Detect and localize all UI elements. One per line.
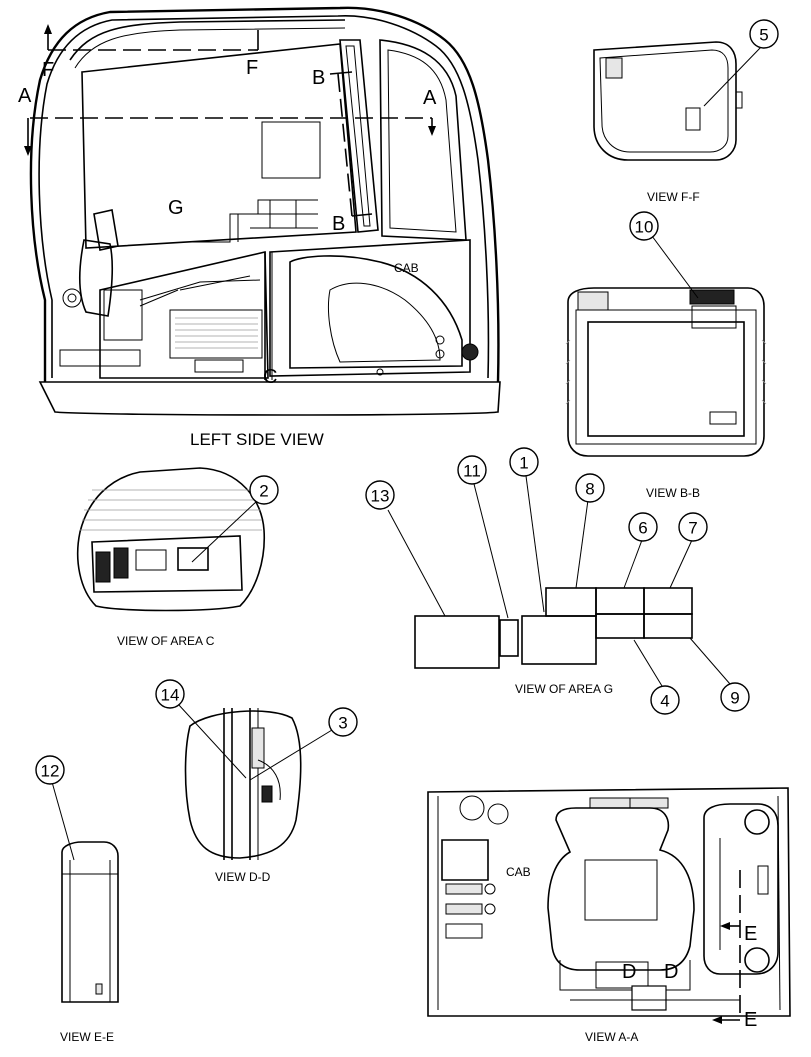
callout-number-1: 1 <box>519 454 528 473</box>
view-area-c-drawing <box>76 467 266 612</box>
view-a-a-drawing <box>427 787 791 1024</box>
section-letter-f-left: F <box>42 59 54 81</box>
callout-circle-2 <box>249 475 279 505</box>
view-f-f-drawing <box>593 41 763 161</box>
callout-number-2: 2 <box>259 482 268 501</box>
view-title-f-f: VIEW F-F <box>647 190 700 204</box>
view-title-e-e: VIEW E-E <box>60 1030 114 1044</box>
cab-label-top: CAB <box>506 865 531 879</box>
callout-number-6: 6 <box>638 519 647 538</box>
view-title-a-a: VIEW A-A <box>585 1030 638 1044</box>
callout-number-8: 8 <box>585 480 594 499</box>
view-e-e-drawing <box>51 781 119 1003</box>
callout-number-4: 4 <box>660 692 669 711</box>
area-g-labels-outline <box>190 121 321 243</box>
callout-circle-5 <box>749 19 779 49</box>
section-letter-b-top: B <box>312 67 325 89</box>
callout-number-11: 11 <box>463 462 481 481</box>
section-letter-d-right: D <box>664 961 678 983</box>
console-panel <box>99 251 269 379</box>
section-letter-g: G <box>168 197 184 219</box>
section-letter-e-bottom: E <box>744 1009 757 1031</box>
callout-number-5: 5 <box>759 26 768 45</box>
callout-circle-11 <box>457 455 487 485</box>
callout-circle-6 <box>628 512 658 542</box>
view-title-area-c: VIEW OF AREA C <box>117 634 215 648</box>
callout-number-12: 12 <box>41 762 60 781</box>
section-letter-f-right: F <box>246 57 258 79</box>
callout-circle-4 <box>650 685 680 715</box>
callout-circle-12 <box>35 755 65 785</box>
section-letter-d-left: D <box>622 961 636 983</box>
callout-number-14: 14 <box>161 686 180 705</box>
section-letter-b-bottom: B <box>332 213 345 235</box>
view-b-b-drawing <box>565 235 767 457</box>
left-side-view <box>24 6 501 416</box>
section-letter-a-left: A <box>18 85 32 107</box>
callout-circle-9 <box>720 682 750 712</box>
section-letter-a-right: A <box>423 87 437 109</box>
callout-circle-1 <box>509 447 539 477</box>
callout-circle-8 <box>575 473 605 503</box>
callout-circle-3 <box>328 707 358 737</box>
section-letter-c: C <box>263 366 277 388</box>
cab-label-side: CAB <box>394 261 419 275</box>
joystick <box>59 209 143 367</box>
callout-number-13: 13 <box>371 487 390 506</box>
callout-number-3: 3 <box>338 714 347 733</box>
view-area-g-drawing <box>387 475 731 687</box>
view-title-d-d: VIEW D-D <box>215 870 271 884</box>
section-letter-e-top: E <box>744 923 757 945</box>
view-title-left-side: LEFT SIDE VIEW <box>190 430 324 449</box>
view-title-b-b: VIEW B-B <box>646 486 700 500</box>
view-d-d-drawing <box>177 703 333 860</box>
callout-number-10: 10 <box>635 218 654 237</box>
callout-circle-14 <box>155 679 185 709</box>
callout-circle-10 <box>629 211 659 241</box>
view-title-area-g: VIEW OF AREA G <box>515 682 613 696</box>
callout-number-9: 9 <box>730 689 739 708</box>
callout-circle-7 <box>678 512 708 542</box>
callout-circle-13 <box>365 480 395 510</box>
callout-number-7: 7 <box>688 519 697 538</box>
